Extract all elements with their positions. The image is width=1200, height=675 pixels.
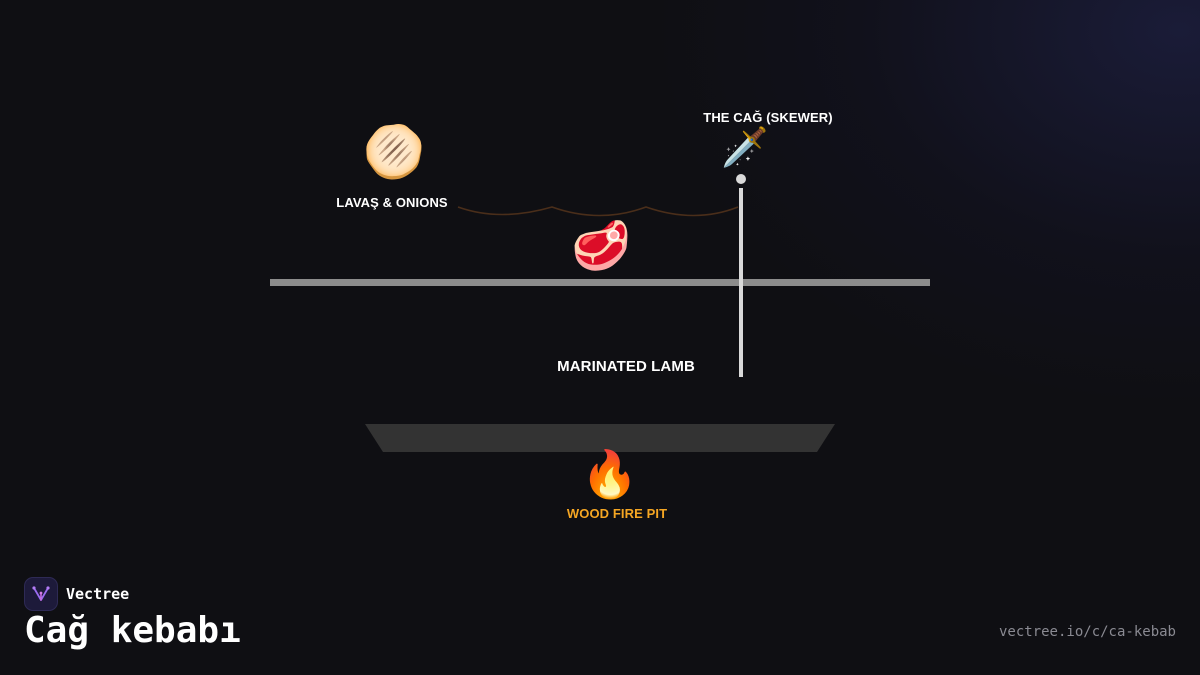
skewer-rod bbox=[739, 188, 743, 377]
connector-rope bbox=[457, 206, 739, 217]
fire-icon: 🔥 bbox=[581, 448, 639, 500]
page-url[interactable]: vectree.io/c/ca-kebab bbox=[998, 624, 1176, 640]
flatbread-icon: 🫓 bbox=[362, 124, 426, 180]
page-title: Cağ kebabı bbox=[24, 610, 241, 651]
fire-pit-tray bbox=[365, 424, 835, 452]
dagger-icon: 🗡️ bbox=[721, 127, 769, 169]
brand-name: Vectree bbox=[66, 585, 130, 603]
meat-icon: 🥩 bbox=[571, 220, 631, 273]
horizontal-rail bbox=[270, 279, 930, 286]
lamb-label: MARINATED LAMB bbox=[557, 358, 695, 375]
lavas-label: LAVAŞ & ONIONS bbox=[336, 195, 448, 210]
skewer-knob bbox=[736, 174, 746, 184]
brand: Vectree bbox=[24, 577, 129, 611]
skewer-label: THE CAĞ (SKEWER) bbox=[703, 110, 833, 125]
vectree-logo-icon bbox=[24, 577, 58, 611]
fire-label: WOOD FIRE PIT bbox=[566, 506, 668, 521]
